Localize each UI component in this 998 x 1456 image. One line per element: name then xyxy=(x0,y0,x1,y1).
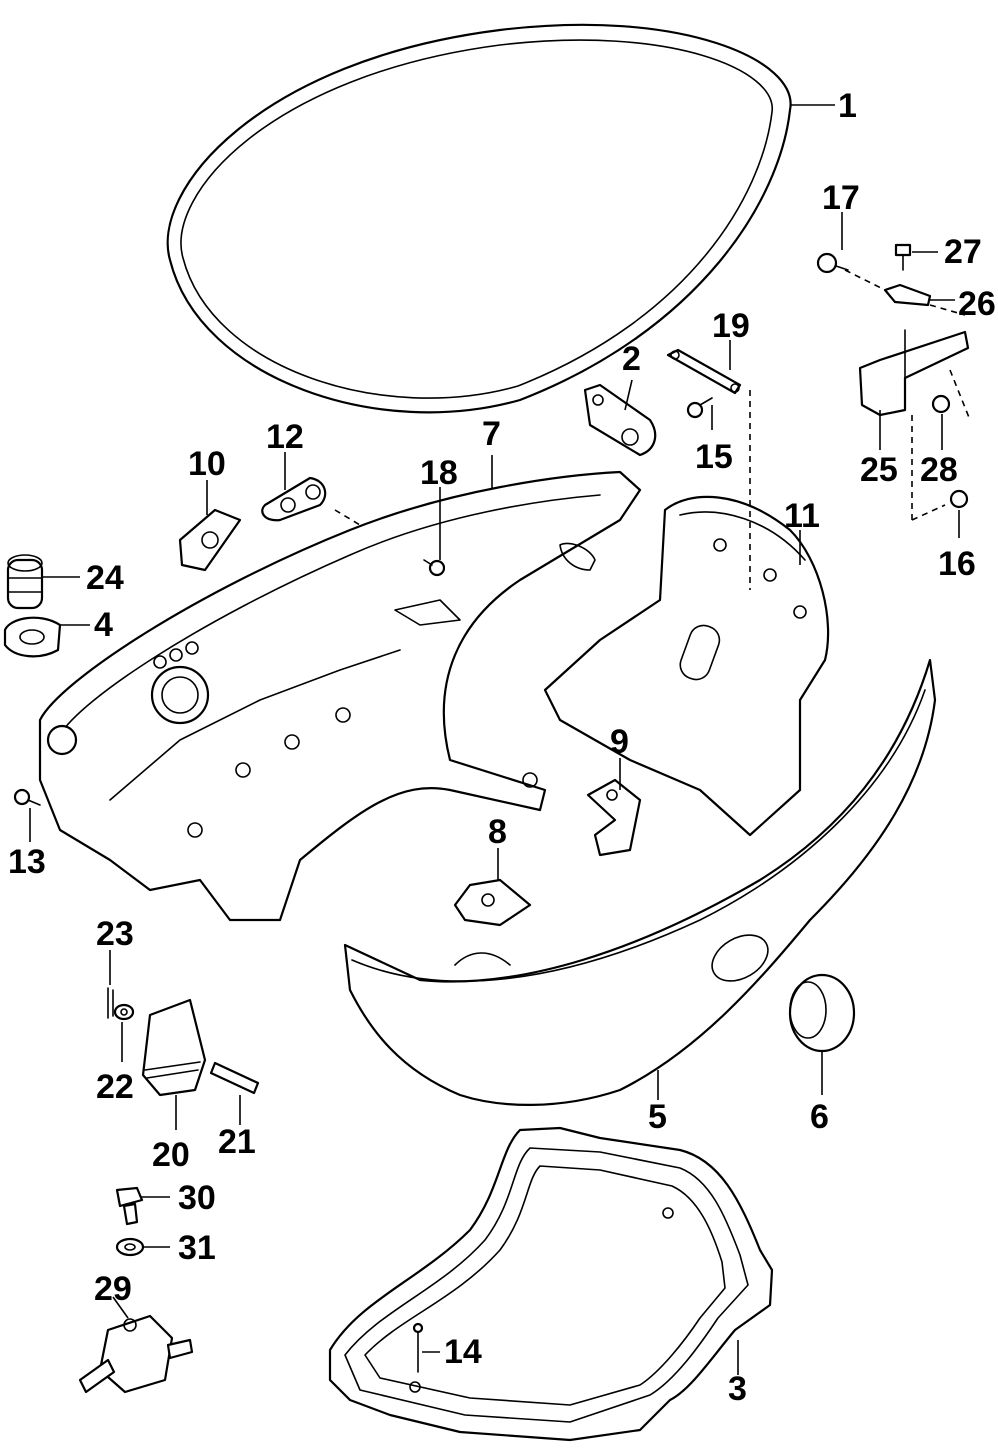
callout-29: 29 xyxy=(94,1270,132,1308)
callout-9: 9 xyxy=(610,723,629,761)
callout-22: 22 xyxy=(96,1068,134,1106)
part-5-lower-pan xyxy=(343,658,937,1106)
callout-21: 21 xyxy=(218,1123,256,1161)
part-1-seal-ring xyxy=(166,23,792,414)
callout-31: 31 xyxy=(178,1229,216,1267)
part-13-bolt xyxy=(13,788,41,806)
part-12-double-grommet xyxy=(261,476,327,522)
callout-17: 17 xyxy=(822,179,860,217)
part-2-bracket-plate xyxy=(583,383,657,457)
assembly-lines xyxy=(334,269,971,590)
callout-3: 3 xyxy=(728,1370,747,1408)
callout-8: 8 xyxy=(488,813,507,851)
callout-25: 25 xyxy=(860,451,898,489)
part-10-grommet-plate xyxy=(178,508,242,572)
part-20-lever xyxy=(141,998,207,1097)
part-23-cotter-pin xyxy=(107,987,114,1019)
callout-13: 13 xyxy=(8,843,46,881)
callout-19: 19 xyxy=(712,307,750,345)
callout-5: 5 xyxy=(648,1098,667,1136)
callout-7: 7 xyxy=(482,415,501,453)
part-28-bolt xyxy=(931,394,951,414)
part-21-pin xyxy=(209,1061,260,1095)
callout-1: 1 xyxy=(838,87,857,125)
part-7-lower-cover-left xyxy=(38,470,642,922)
part-18-screw xyxy=(423,559,446,577)
part-27-screw xyxy=(894,243,912,271)
callout-10: 10 xyxy=(188,445,226,483)
part-30-bolt xyxy=(115,1186,144,1226)
part-4-gasket xyxy=(3,616,62,658)
leader-lines xyxy=(29,104,960,1375)
callout-2: 2 xyxy=(622,340,641,378)
callout-28: 28 xyxy=(920,451,958,489)
callout-18: 18 xyxy=(420,454,458,492)
part-24-rubber-plug xyxy=(6,554,44,610)
part-16-bolt xyxy=(949,489,969,509)
part-8-latch xyxy=(453,878,532,927)
part-11-lower-cover-right xyxy=(543,495,830,837)
callout-20: 20 xyxy=(152,1136,190,1174)
callout-30: 30 xyxy=(178,1179,216,1217)
part-26-clamp xyxy=(883,283,932,307)
part-25-bracket xyxy=(858,329,970,417)
callout-6: 6 xyxy=(810,1098,829,1136)
part-22-washer xyxy=(113,1003,135,1021)
callout-27: 27 xyxy=(944,233,982,271)
callouts: 1 2 3 4 5 6 7 8 9 10 11 12 13 14 15 16 1… xyxy=(8,87,996,1408)
part-19-link xyxy=(666,348,742,395)
part-31-washer xyxy=(115,1237,145,1257)
callout-12: 12 xyxy=(266,418,304,456)
callout-14: 14 xyxy=(444,1333,482,1371)
callout-16: 16 xyxy=(938,545,976,583)
part-15-bolt xyxy=(686,397,713,419)
part-29-fitting xyxy=(78,1314,194,1394)
callout-26: 26 xyxy=(958,285,996,323)
callout-24: 24 xyxy=(86,559,124,597)
part-3-bottom-frame xyxy=(328,1126,774,1442)
part-17-bolt xyxy=(816,252,849,274)
part-6-plug-cap xyxy=(788,973,856,1053)
callout-23: 23 xyxy=(96,915,134,953)
callout-15: 15 xyxy=(695,438,733,476)
callout-11: 11 xyxy=(784,497,820,535)
part-14-pin xyxy=(412,1322,424,1373)
part-9-clip xyxy=(586,778,642,857)
callout-4: 4 xyxy=(94,606,113,644)
